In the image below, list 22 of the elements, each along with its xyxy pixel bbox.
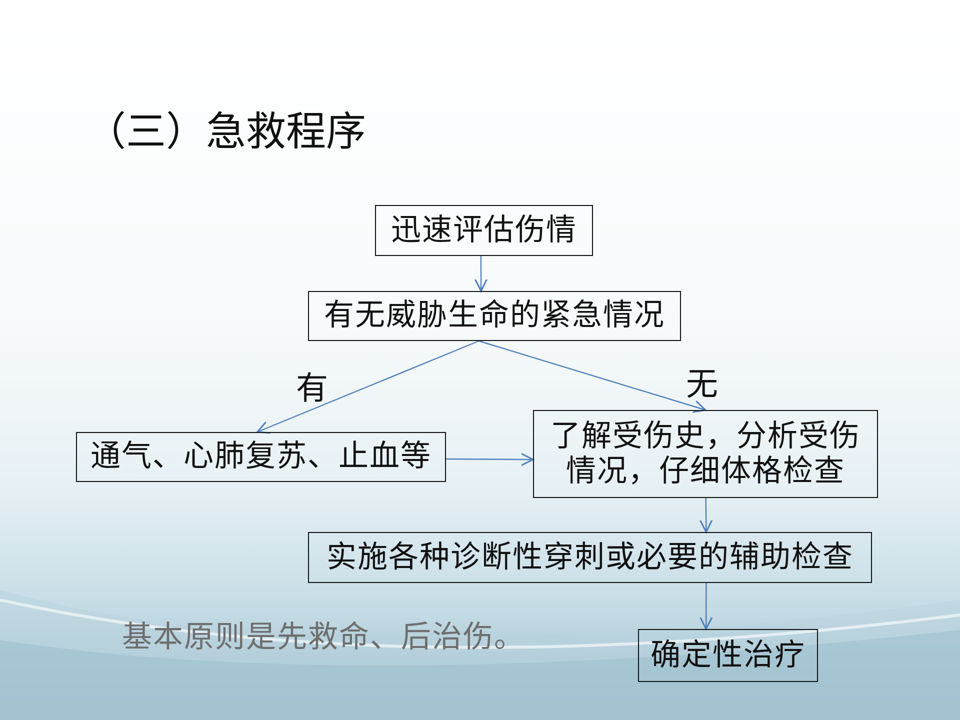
process-box (308, 291, 681, 341)
slide-title: （三）急救程序 (86, 108, 366, 157)
process-box (533, 410, 878, 498)
arrow (474, 256, 488, 292)
step-text: 确定性治疗 (650, 636, 806, 674)
edge-label: 有 (296, 370, 328, 406)
process-box (375, 205, 593, 256)
step-text: 通气、心肺复苏、止血等 (90, 438, 432, 476)
process-box (638, 629, 818, 682)
step-text: 了解受伤史，分析受伤情况，仔细体格检查 (550, 419, 862, 489)
step-text: 有无威胁生命的紧急情况 (324, 297, 665, 335)
arrow (699, 498, 713, 533)
arrow (256, 340, 480, 434)
process-box (308, 532, 872, 583)
process-box (76, 432, 446, 482)
step-text: 实施各种诊断性穿刺或必要的辅助检查 (326, 538, 854, 576)
arrow (478, 340, 706, 413)
arrow (446, 452, 534, 466)
note-text: 基本原则是先救命、后治伤。 (122, 619, 525, 657)
arrow (699, 583, 713, 630)
edge-label: 无 (686, 366, 718, 402)
step-text: 迅速评估伤情 (391, 212, 577, 250)
